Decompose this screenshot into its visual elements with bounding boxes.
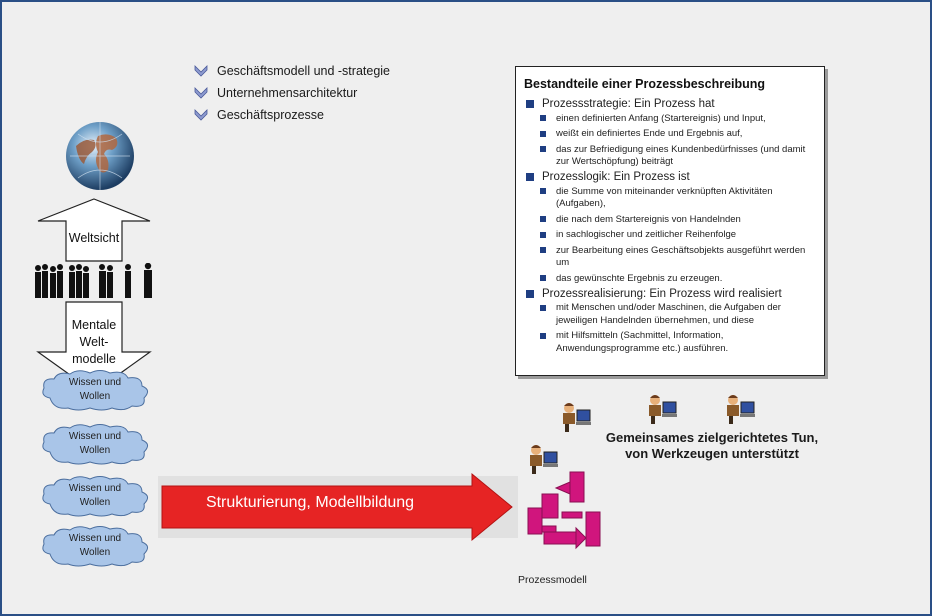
section-item: die nach dem Startereignis von Handelnde… xyxy=(540,212,818,228)
worker-at-computer-icon xyxy=(649,395,677,424)
process-model-icon xyxy=(527,471,601,550)
cloud-shape xyxy=(42,370,148,411)
right-arrow-shape xyxy=(161,472,513,542)
prozessmodell-label: Prozessmodell xyxy=(518,574,587,586)
cloud-shape xyxy=(42,476,148,517)
section-heading: Prozessrealisierung: Ein Prozess wird re… xyxy=(526,287,820,301)
cloud-shape xyxy=(42,526,148,567)
checklist-item: Geschäftsprozesse xyxy=(194,104,390,126)
process-description-box: Bestandteile einer Prozessbeschreibung P… xyxy=(515,66,825,376)
section-item: mit Hilfsmitteln (Sachmittel, Informatio… xyxy=(540,329,818,357)
chevron-check-icon xyxy=(194,109,208,121)
section-item: das gewünschte Ergebnis zu erzeugen. xyxy=(540,271,818,287)
checklist-label: Geschäftsprozesse xyxy=(217,108,324,122)
strukturierung-label: Strukturierung, Modellbildung xyxy=(205,494,415,511)
checklist-item: Unternehmensarchitektur xyxy=(194,82,390,104)
topic-checklist: Geschäftsmodell und -strategie Unternehm… xyxy=(194,60,390,126)
cloud-shape xyxy=(42,424,148,465)
globe-icon xyxy=(66,122,134,190)
section-item: das zur Befriedigung eines Kundenbedürfn… xyxy=(540,142,818,170)
section-item: zur Bearbeitung eines Geschäftsobjekts a… xyxy=(540,243,818,271)
section-item: mit Menschen und/oder Maschinen, die Auf… xyxy=(540,301,818,329)
down-arrow-shape xyxy=(36,301,152,393)
weltsicht-label: Weltsicht xyxy=(68,230,120,245)
section-heading: Prozessstrategie: Ein Prozess hat xyxy=(526,97,820,111)
gemeinsames-tun-label: Gemeinsames zielgerichtetes Tun, von Wer… xyxy=(605,430,819,461)
worker-at-computer-icon xyxy=(727,395,755,424)
up-arrow-shape xyxy=(37,198,151,262)
worker-at-computer-icon xyxy=(563,403,591,432)
section-item: die Summe von miteinander verknüpften Ak… xyxy=(540,184,818,212)
checklist-label: Geschäftsmodell und -strategie xyxy=(217,64,391,78)
chevron-check-icon xyxy=(194,87,208,99)
chevron-check-icon xyxy=(194,65,208,77)
section-item: weißt ein definiertes Ende und Ergebnis … xyxy=(540,127,818,143)
checklist-item: Geschäftsmodell und -strategie xyxy=(194,60,390,82)
worker-at-computer-icon xyxy=(530,445,558,474)
mentale-weltmodelle-label: Mentale Welt- modelle xyxy=(71,317,117,366)
section-item: einen definierten Anfang (Startereignis)… xyxy=(540,111,818,127)
section-item: in sachlogischer und zeitlicher Reihenfo… xyxy=(540,228,818,244)
section-heading: Prozesslogik: Ein Prozess ist xyxy=(526,170,820,184)
people-silhouettes-icon xyxy=(35,263,152,298)
process-box-title: Bestandteile einer Prozessbeschreibung xyxy=(524,77,766,91)
checklist-label: Unternehmensarchitektur xyxy=(217,86,358,100)
